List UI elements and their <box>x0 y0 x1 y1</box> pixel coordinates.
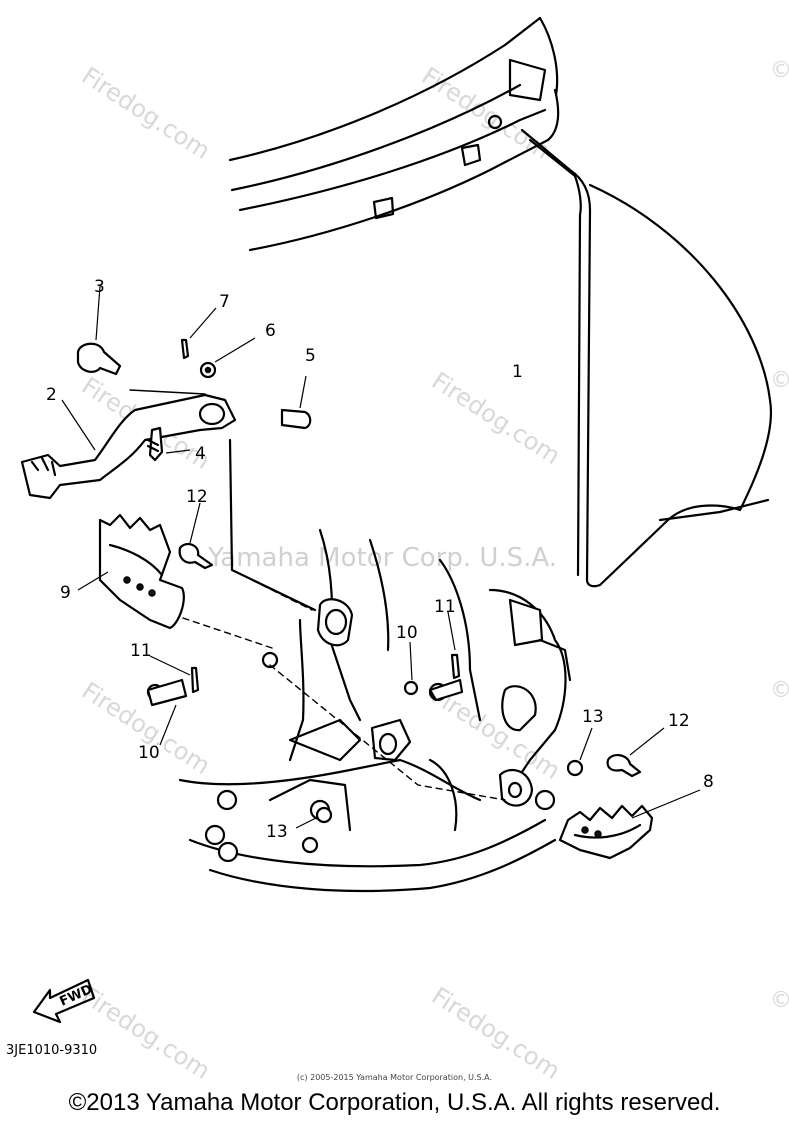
brake-pedal-group <box>20 285 312 500</box>
callout-8: 8 <box>703 772 714 792</box>
swingarm-outline <box>228 16 560 252</box>
watermark-symbol: © <box>770 678 789 703</box>
forward-arrow-icon: FWD <box>32 978 96 1024</box>
callout-11: 11 <box>130 641 152 661</box>
callout-1: 1 <box>512 362 523 382</box>
callout-10: 10 <box>138 743 160 763</box>
callout-13: 13 <box>582 707 604 727</box>
callout-10: 10 <box>396 623 418 643</box>
callout-2: 2 <box>46 385 57 405</box>
callout-11: 11 <box>434 597 456 617</box>
callout-4: 4 <box>195 444 206 464</box>
callout-7: 7 <box>219 292 230 312</box>
watermark-symbol: © <box>770 368 789 393</box>
small-copyright: (c) 2005-2015 Yamaha Motor Corporation, … <box>296 1073 493 1082</box>
watermark: Firedog.com <box>77 982 215 1085</box>
footrest-left-group <box>77 502 214 746</box>
copyright-notice: ©2013 Yamaha Motor Corporation, U.S.A. A… <box>68 1089 721 1116</box>
center-watermark: Yamaha Motor Corp. U.S.A. <box>207 543 557 573</box>
frame-outline <box>178 438 572 893</box>
diagram-code: 3JE1010-9310 <box>6 1043 98 1058</box>
sidestand <box>520 128 772 588</box>
callout-5: 5 <box>305 346 316 366</box>
callout-6: 6 <box>265 321 276 341</box>
watermark-symbol: © <box>770 988 789 1013</box>
callout-3: 3 <box>94 277 105 297</box>
watermark: Firedog.com <box>77 62 215 165</box>
watermark: Firedog.com <box>427 367 565 470</box>
callout-9: 9 <box>60 583 71 603</box>
watermark-symbol: © <box>770 58 789 83</box>
watermark: Firedog.com <box>427 982 565 1085</box>
footrest-right-group <box>295 611 701 860</box>
callout-13: 13 <box>266 822 288 842</box>
callout-labels: 1 2 3 4 5 6 7 8 9 10 10 11 11 12 12 13 1… <box>46 277 714 842</box>
callout-12: 12 <box>668 711 690 731</box>
watermark-layer: Firedog.com Firedog.com Firedog.com Fire… <box>77 58 789 1085</box>
callout-12: 12 <box>186 487 208 507</box>
